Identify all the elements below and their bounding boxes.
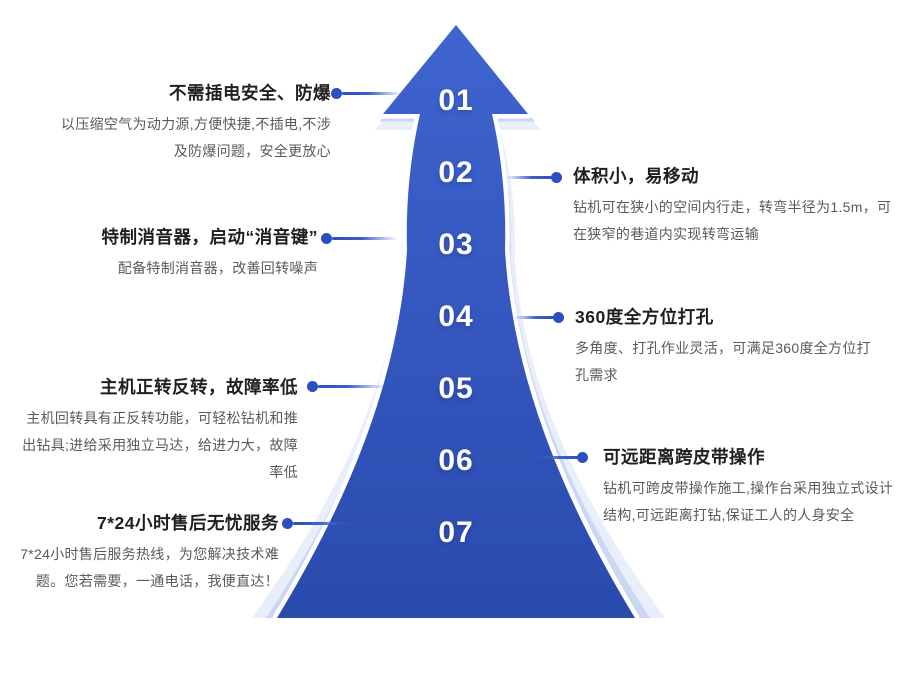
feature-title: 主机正转反转，故障率低 <box>100 377 298 397</box>
connector-dot-04 <box>553 312 564 323</box>
arrow-step-number-05: 05 <box>438 372 474 405</box>
arrow-main-shape <box>272 20 640 623</box>
connector-line-07 <box>293 522 355 525</box>
connector-dot-01 <box>331 88 342 99</box>
feature-title: 7*24小时售后无忧服务 <box>96 513 279 533</box>
feature-block-02: 体积小，易移动 钻机可在狭小的空间内行走，转弯半径为1.5m，可 在狭窄的巷道内… <box>573 164 893 248</box>
arrow-step-number-04: 04 <box>438 300 474 333</box>
feature-block-04: 360度全方位打孔 多角度、打孔作业灵活，可满足360度全方位打 孔需求 <box>575 305 895 389</box>
feature-title: 不需插电安全、防爆 <box>169 83 331 103</box>
feature-desc: 多角度、打孔作业灵活，可满足360度全方位打 孔需求 <box>575 340 871 383</box>
feature-desc: 以压缩空气为动力源,方便快捷,不插电,不涉 及防爆问题，安全更放心 <box>61 116 331 159</box>
feature-desc: 主机回转具有正反转功能，可轻松钻机和推 出钻具;进给采用独立马达，给进力大，故障… <box>22 410 298 480</box>
connector-line-03 <box>332 237 398 240</box>
connector-dot-07 <box>282 518 293 529</box>
connector-line-02 <box>506 176 552 179</box>
connector-line-06 <box>536 456 578 459</box>
feature-desc: 钻机可跨皮带操作施工,操作台采用独立式设计 结构,可远距离打钻,保证工人的人身安… <box>603 480 894 523</box>
feature-block-01: 不需插电安全、防爆 以压缩空气为动力源,方便快捷,不插电,不涉 及防爆问题，安全… <box>31 81 331 165</box>
feature-block-06: 可远距离跨皮带操作 钻机可跨皮带操作施工,操作台采用独立式设计 结构,可远距离打… <box>603 445 898 529</box>
arrow-step-number-06: 06 <box>438 444 474 477</box>
feature-desc: 配备特制消音器，改善回转噪声 <box>117 260 318 276</box>
connector-dot-03 <box>321 233 332 244</box>
feature-title: 360度全方位打孔 <box>575 307 714 327</box>
connector-line-04 <box>514 316 554 319</box>
feature-block-07: 7*24小时售后无忧服务 7*24小时售后服务热线，为您解决技术难 题。您若需要… <box>0 511 279 595</box>
arrow-step-number-01: 01 <box>438 84 474 117</box>
feature-block-05: 主机正转反转，故障率低 主机回转具有正反转功能，可轻松钻机和推 出钻具;进给采用… <box>0 375 298 486</box>
feature-block-03: 特制消音器，启动“消音键” 配备特制消音器，改善回转噪声 <box>18 225 318 282</box>
connector-dot-06 <box>577 452 588 463</box>
feature-desc: 钻机可在狭小的空间内行走，转弯半径为1.5m，可 在狭窄的巷道内实现转弯运输 <box>573 199 892 242</box>
arrow-step-number-02: 02 <box>438 156 474 189</box>
feature-title: 体积小，易移动 <box>573 166 699 186</box>
connector-dot-02 <box>551 172 562 183</box>
connector-line-01 <box>342 92 402 95</box>
connector-line-05 <box>318 385 386 388</box>
arrow-step-number-07: 07 <box>438 516 474 549</box>
feature-desc: 7*24小时售后服务热线，为您解决技术难 题。您若需要，一通电话，我便直达！ <box>20 546 279 589</box>
feature-title: 特制消音器，启动“消音键” <box>101 227 318 247</box>
feature-title: 可远距离跨皮带操作 <box>603 447 765 467</box>
arrow-step-number-03: 03 <box>438 228 474 261</box>
connector-dot-05 <box>307 381 318 392</box>
